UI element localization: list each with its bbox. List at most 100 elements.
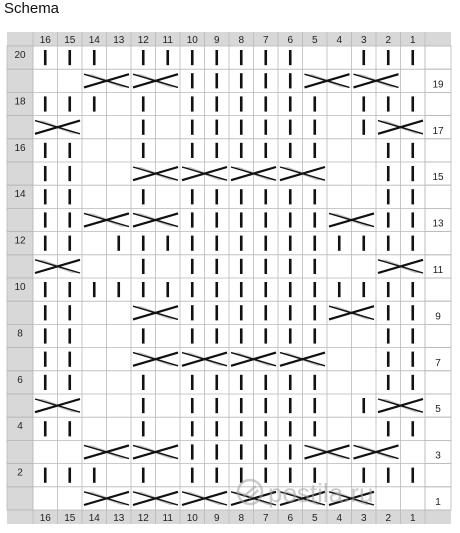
row-number-left: 16 <box>14 143 26 154</box>
column-number-top: 5 <box>312 35 318 46</box>
watermark-logo <box>236 478 264 506</box>
column-number-bottom: 12 <box>138 513 150 524</box>
column-number-bottom: 1 <box>410 513 416 524</box>
column-number-bottom: 14 <box>89 513 101 524</box>
watermark-text: postila.ru <box>268 478 374 508</box>
row-number-right: 3 <box>435 451 441 462</box>
row-number-right: 9 <box>435 311 441 322</box>
left-row-box <box>6 347 34 372</box>
row-number-right: 17 <box>432 126 444 137</box>
row-number-left: 12 <box>14 236 26 247</box>
row-number-left: 10 <box>14 282 26 293</box>
right-row-box <box>424 92 452 117</box>
right-row-box <box>424 323 452 348</box>
row-number-left: 18 <box>14 96 26 107</box>
cable-cross-line <box>132 73 179 89</box>
left-row-box <box>6 439 34 464</box>
cable-cross-line <box>377 398 424 413</box>
column-number-top: 1 <box>410 35 416 46</box>
row-number-left: 2 <box>17 468 23 479</box>
left-row-box <box>6 393 34 418</box>
column-number-top: 11 <box>163 35 174 46</box>
column-number-top: 16 <box>40 35 52 46</box>
column-number-bottom: 16 <box>40 513 52 524</box>
column-number-bottom: 7 <box>263 513 269 524</box>
cable-cross-line <box>230 351 277 367</box>
chart-headers: 1616151514141313121211111010998877665544… <box>6 32 452 524</box>
cable-cross-line <box>328 305 375 321</box>
cable-cross-line <box>279 491 326 506</box>
column-number-top: 9 <box>214 35 220 46</box>
column-number-bottom: 4 <box>336 513 342 524</box>
left-row-box <box>6 161 34 186</box>
cable-cross-line <box>377 259 424 274</box>
left-row-box <box>6 207 34 232</box>
cable-cross-line <box>181 351 228 367</box>
column-number-top: 14 <box>89 35 101 46</box>
column-number-bottom: 11 <box>163 513 174 524</box>
right-row-box <box>424 138 452 163</box>
left-row-box <box>6 486 34 511</box>
row-number-left: 20 <box>14 50 26 61</box>
column-number-bottom: 5 <box>312 513 318 524</box>
column-number-top: 10 <box>187 35 199 46</box>
column-number-top: 3 <box>361 35 367 46</box>
cable-cross-line <box>230 166 277 181</box>
row-number-left: 14 <box>14 189 26 200</box>
column-number-top: 13 <box>113 35 125 46</box>
row-number-right: 5 <box>435 404 441 415</box>
cable-cross-line <box>181 491 228 506</box>
cable-cross-line <box>83 491 130 506</box>
cable-cross-line <box>34 398 81 413</box>
cable-cross-line <box>328 212 375 228</box>
cable-cross-line <box>34 119 81 135</box>
left-row-box <box>6 254 34 279</box>
row-number-right: 19 <box>432 79 444 90</box>
cable-cross-line <box>132 305 179 321</box>
right-row-box <box>424 184 452 209</box>
cable-cross-line <box>377 119 424 135</box>
chart-stitches <box>34 50 424 507</box>
cable-cross-line <box>279 166 326 181</box>
cable-cross-line <box>83 73 130 89</box>
row-number-right: 1 <box>435 497 441 508</box>
column-number-top: 2 <box>385 35 391 46</box>
column-number-bottom: 10 <box>187 513 199 524</box>
column-number-top: 7 <box>263 35 269 46</box>
column-number-bottom: 2 <box>385 513 391 524</box>
cable-cross-line <box>353 444 399 460</box>
cable-cross-line <box>304 73 350 89</box>
cable-cross-line <box>83 444 130 460</box>
left-row-box <box>6 300 34 325</box>
column-number-bottom: 3 <box>361 513 367 524</box>
right-row-box <box>424 45 452 70</box>
cable-cross-line <box>132 444 179 460</box>
column-number-top: 4 <box>336 35 342 46</box>
column-number-bottom: 9 <box>214 513 220 524</box>
chart-title: Schema <box>4 0 60 17</box>
cable-cross-line <box>34 259 81 274</box>
row-number-left: 4 <box>17 421 23 432</box>
column-number-bottom: 15 <box>64 513 76 524</box>
right-row-box <box>424 231 452 256</box>
cable-cross-line <box>304 444 350 460</box>
right-row-box <box>424 277 452 302</box>
right-row-box <box>424 370 452 395</box>
left-row-box <box>6 68 34 93</box>
right-row-box <box>424 416 452 441</box>
row-number-right: 7 <box>435 358 441 369</box>
cable-cross-line <box>132 491 179 506</box>
cable-cross-line <box>328 491 375 506</box>
column-number-top: 12 <box>138 35 150 46</box>
column-number-bottom: 8 <box>238 513 244 524</box>
cable-cross-line <box>132 212 179 228</box>
row-number-right: 13 <box>432 219 444 230</box>
right-row-box <box>424 463 452 488</box>
left-row-box <box>6 115 34 140</box>
cable-cross-line <box>279 351 326 367</box>
column-number-top: 8 <box>238 35 244 46</box>
cable-cross-line <box>83 212 130 228</box>
column-number-top: 15 <box>64 35 76 46</box>
column-number-top: 6 <box>287 35 293 46</box>
